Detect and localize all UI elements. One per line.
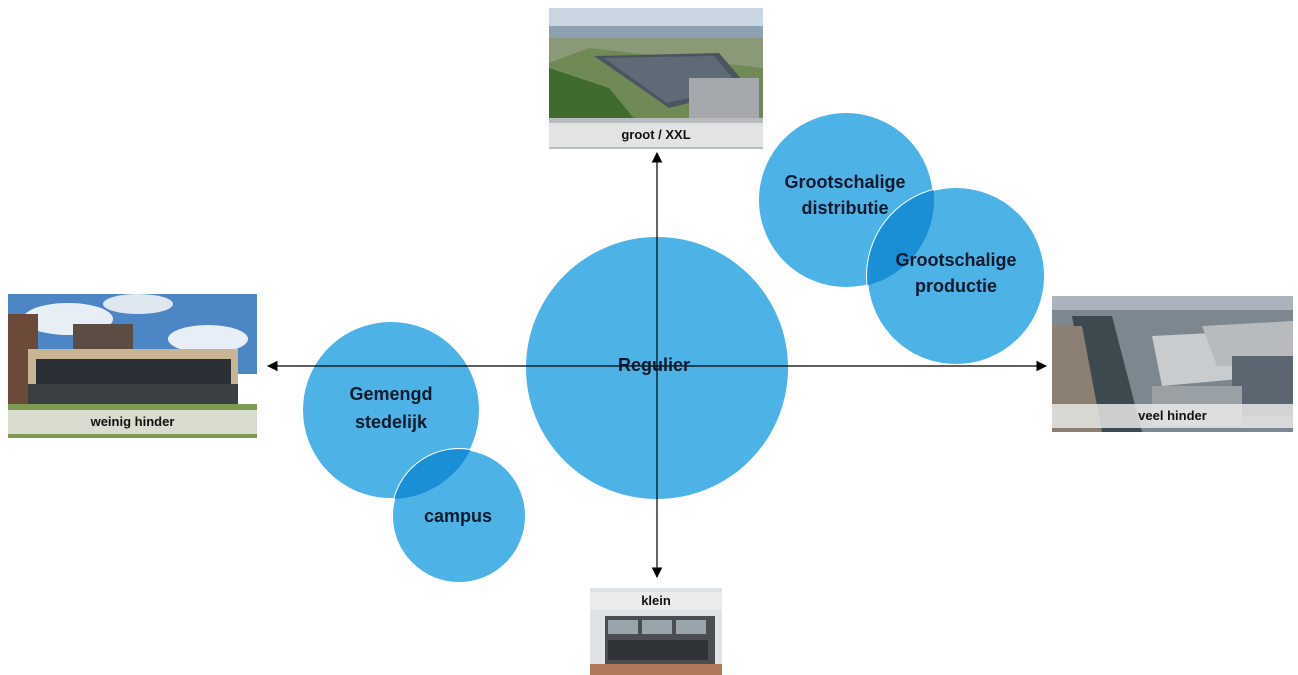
photo-groot-xxl: groot / XXL [549, 8, 763, 149]
label-productie-line2: productie [915, 276, 997, 296]
label-productie-line1: Grootschalige [895, 250, 1016, 270]
label-gemengd-line1: Gemengd [349, 384, 432, 404]
bubble-overlap-campus [392, 449, 480, 499]
photo-veel-hinder: veel hinder [1052, 296, 1293, 432]
label-distributie-line1: Grootschalige [784, 172, 905, 192]
photo-weinig-hinder: weinig hinder [8, 294, 257, 438]
caption-veel-hinder: veel hinder [1052, 404, 1293, 428]
bubble-overlap-productie [867, 187, 934, 288]
label-regulier: Regulier [618, 355, 690, 375]
label-gemengd-line2: stedelijk [355, 412, 428, 432]
caption-weinig-hinder: weinig hinder [8, 410, 257, 434]
label-distributie-line2: distributie [801, 198, 888, 218]
caption-groot-xxl: groot / XXL [549, 123, 763, 147]
label-campus: campus [424, 506, 492, 526]
caption-klein: klein [590, 592, 722, 610]
photo-klein: klein [590, 588, 722, 675]
